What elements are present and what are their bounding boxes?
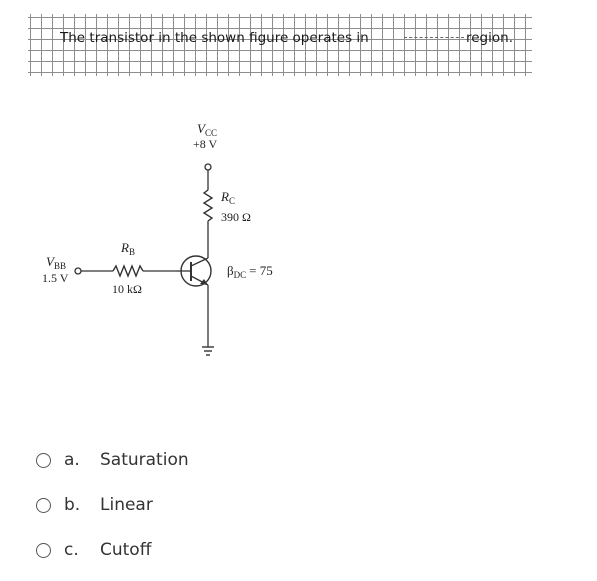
- question-text-end: region.: [466, 30, 513, 46]
- rc-resistor: [202, 189, 214, 222]
- question-banner: [28, 14, 532, 76]
- option-c[interactable]: c. Cutoff: [36, 536, 189, 564]
- vbb-terminal: [74, 267, 82, 275]
- radio-c[interactable]: [36, 542, 51, 558]
- transistor-circuit-diagram: VCC +8 V RC 390 Ω RB 10 kΩ VBB 1.5 V βDC…: [42, 121, 273, 356]
- rb-value: 10 kΩ: [112, 282, 142, 296]
- option-a[interactable]: a. Saturation: [36, 446, 189, 474]
- option-b[interactable]: b. Linear: [36, 491, 189, 519]
- option-a-text: Saturation: [100, 450, 189, 470]
- beta-label: βDC= 75: [227, 263, 273, 280]
- vbb-value: 1.5 V: [42, 271, 69, 285]
- answer-options: a. Saturation b. Linear c. Cutoff: [36, 446, 189, 581]
- rb-resistor: [112, 264, 144, 278]
- radio-b[interactable]: [36, 497, 51, 513]
- option-b-text: Linear: [100, 495, 153, 515]
- vbb-label: VBB: [46, 254, 66, 271]
- vcc-value: +8 V: [193, 137, 218, 151]
- option-a-letter: a.: [64, 450, 80, 470]
- answer-blank: [404, 37, 464, 38]
- emitter-arrow: [200, 279, 208, 285]
- radio-a[interactable]: [36, 452, 51, 468]
- question-text: The transistor in the shown figure opera…: [60, 30, 369, 46]
- option-c-text: Cutoff: [100, 540, 152, 560]
- rc-value: 390 Ω: [221, 210, 251, 224]
- vcc-terminal: [204, 163, 212, 171]
- vcc-label: VCC: [197, 121, 217, 138]
- option-b-letter: b.: [64, 495, 81, 515]
- transistor-collector-lead: [190, 257, 209, 267]
- option-c-letter: c.: [64, 540, 79, 560]
- rb-label: RB: [120, 240, 135, 257]
- rc-label: RC: [220, 189, 235, 206]
